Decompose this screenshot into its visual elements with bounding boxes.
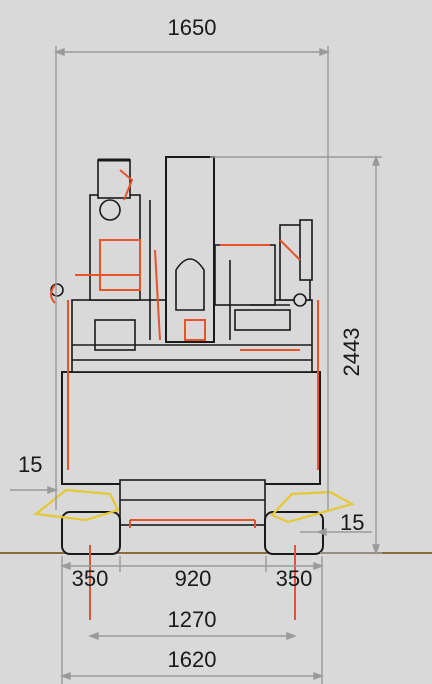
dim-track-left-label: 350: [72, 566, 109, 591]
dim-total-track-width-label: 1620: [168, 647, 217, 672]
central-column: [165, 156, 215, 343]
dim-track-right-label: 350: [276, 566, 313, 591]
outrigger-right-highlight: [270, 490, 355, 524]
dim-height-label: 2443: [339, 328, 364, 377]
machine-accents: [50, 169, 319, 620]
chassis-box: [61, 371, 321, 485]
dim-overall-width-label: 1650: [168, 15, 217, 40]
dim-offset-left-label: 15: [18, 452, 42, 477]
outrigger-left-highlight: [33, 488, 120, 522]
dim-track-gap-label: 920: [175, 566, 212, 591]
dim-offset-right-label: 15: [340, 510, 364, 535]
dim-track-centers-label: 1270: [168, 607, 217, 632]
machine-body: [50, 156, 324, 555]
